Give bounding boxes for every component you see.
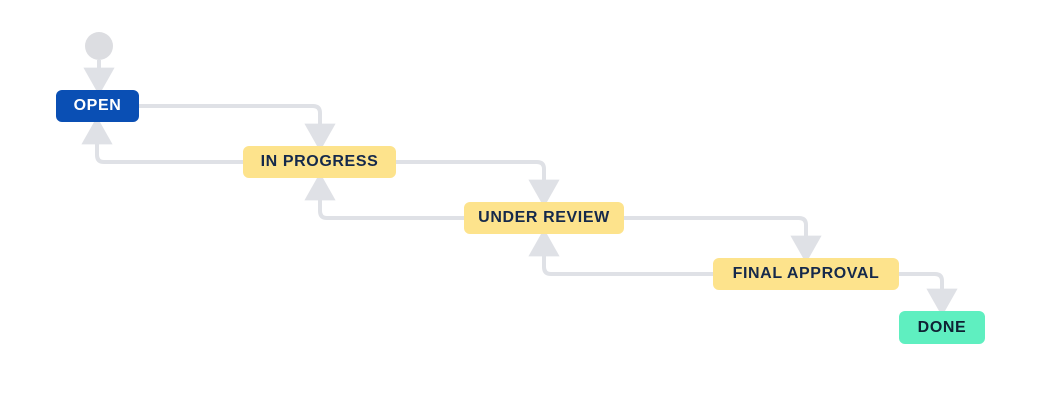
edge-under-review-to-in-progress xyxy=(304,172,464,220)
start-node-circle xyxy=(85,32,113,60)
status-node-final-approval[interactable]: FINAL APPROVAL xyxy=(713,258,899,290)
edge-final-approval-to-under-review xyxy=(528,228,713,276)
status-node-open[interactable]: OPEN xyxy=(56,90,139,122)
edge-open-to-in-progress xyxy=(139,104,336,152)
edge-in-progress-to-open xyxy=(81,116,243,164)
status-node-under-review[interactable]: UNDER REVIEW xyxy=(464,202,624,234)
status-node-done[interactable]: DONE xyxy=(899,311,985,344)
edge-in-progress-to-under-review xyxy=(396,160,560,208)
status-node-in-progress[interactable]: IN PROGRESS xyxy=(243,146,396,178)
edge-under-review-to-final-approval xyxy=(624,216,822,264)
edge-final-approval-to-done xyxy=(899,272,958,317)
